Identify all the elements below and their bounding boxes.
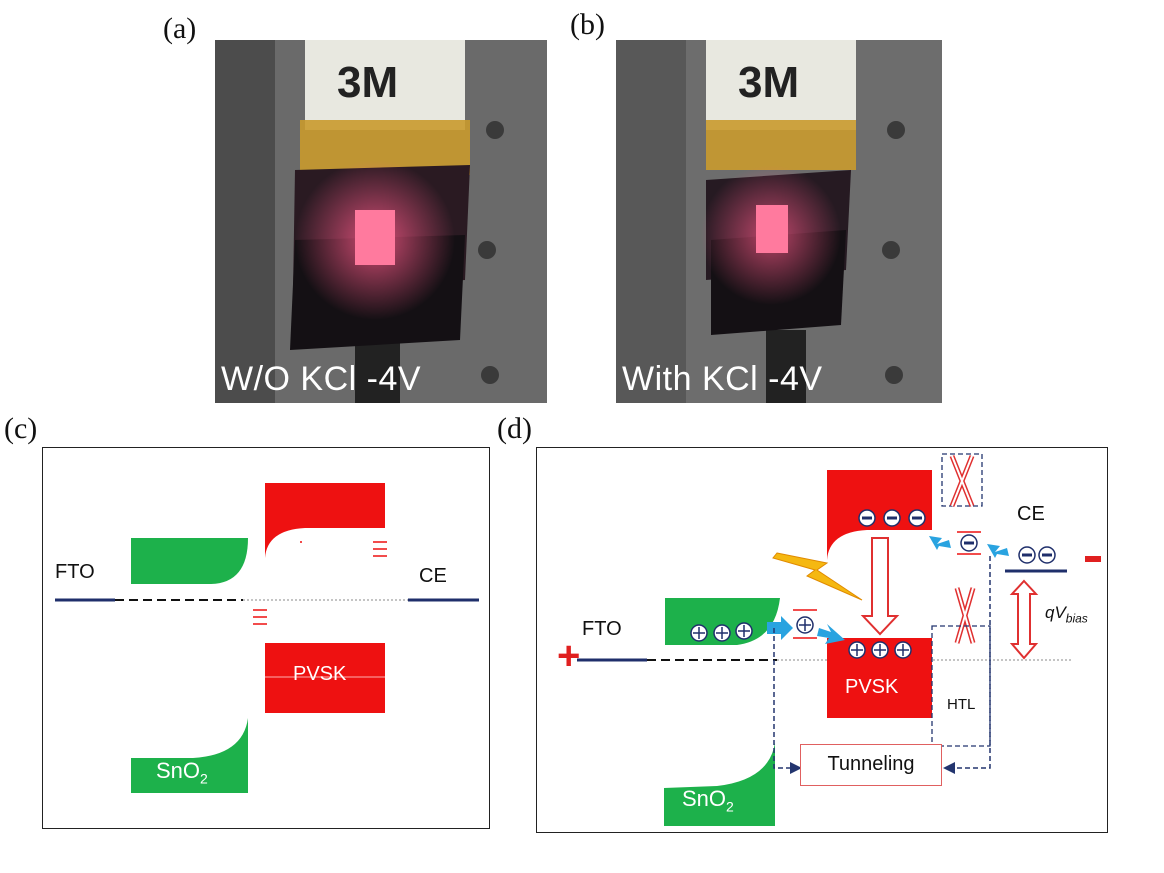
qvbias-subscript: bias [1065, 611, 1088, 626]
minus-sign [1085, 556, 1101, 562]
tape-brand-text: 3M [738, 58, 800, 107]
ce-label: CE [419, 565, 447, 587]
panel-d-label: (d) [497, 412, 532, 445]
band-diagram-c-graphics [55, 483, 479, 793]
band-diagram-d-graphics [577, 453, 1072, 826]
photo-without-kcl: 3M W/O KCl -4V [215, 40, 547, 403]
ce-label: CE [1017, 503, 1045, 525]
sno2-text: SnO [156, 758, 201, 783]
photo-caption: W/O KCl -4V [221, 360, 422, 398]
qvbias-text: qV [1045, 603, 1066, 622]
panel-c-label: (c) [4, 412, 38, 445]
band-diagram-d: + FTO CE PVSK HTL qVbias SnO2 Tunneling [536, 447, 1108, 833]
fto-label: FTO [582, 618, 622, 640]
photo-caption: With KCl -4V [622, 360, 823, 398]
sno2-subscript: 2 [200, 770, 208, 787]
plus-sign: + [557, 634, 581, 678]
sno2-text: SnO [682, 786, 727, 811]
photo-with-kcl: 3M With KCl -4V [616, 40, 942, 403]
pvsk-label: PVSK [293, 663, 347, 685]
tunneling-box: Tunneling [800, 744, 942, 786]
sno2-label: SnO2 [156, 758, 208, 786]
band-diagram-c: FTO CE PVSK SnO2 [42, 447, 490, 829]
pvsk-label: PVSK [845, 676, 899, 698]
panel-a-label: (a) [163, 12, 197, 45]
panel-b-label: (b) [570, 8, 605, 41]
htl-label: HTL [947, 696, 976, 713]
fto-label: FTO [55, 561, 95, 583]
device-illustration [616, 40, 942, 403]
tape-brand-text: 3M [337, 58, 399, 107]
sno2-subscript: 2 [726, 798, 734, 815]
qvbias-label: qVbias [1045, 603, 1088, 625]
device-illustration [215, 40, 547, 403]
sno2-label: SnO2 [682, 786, 734, 814]
